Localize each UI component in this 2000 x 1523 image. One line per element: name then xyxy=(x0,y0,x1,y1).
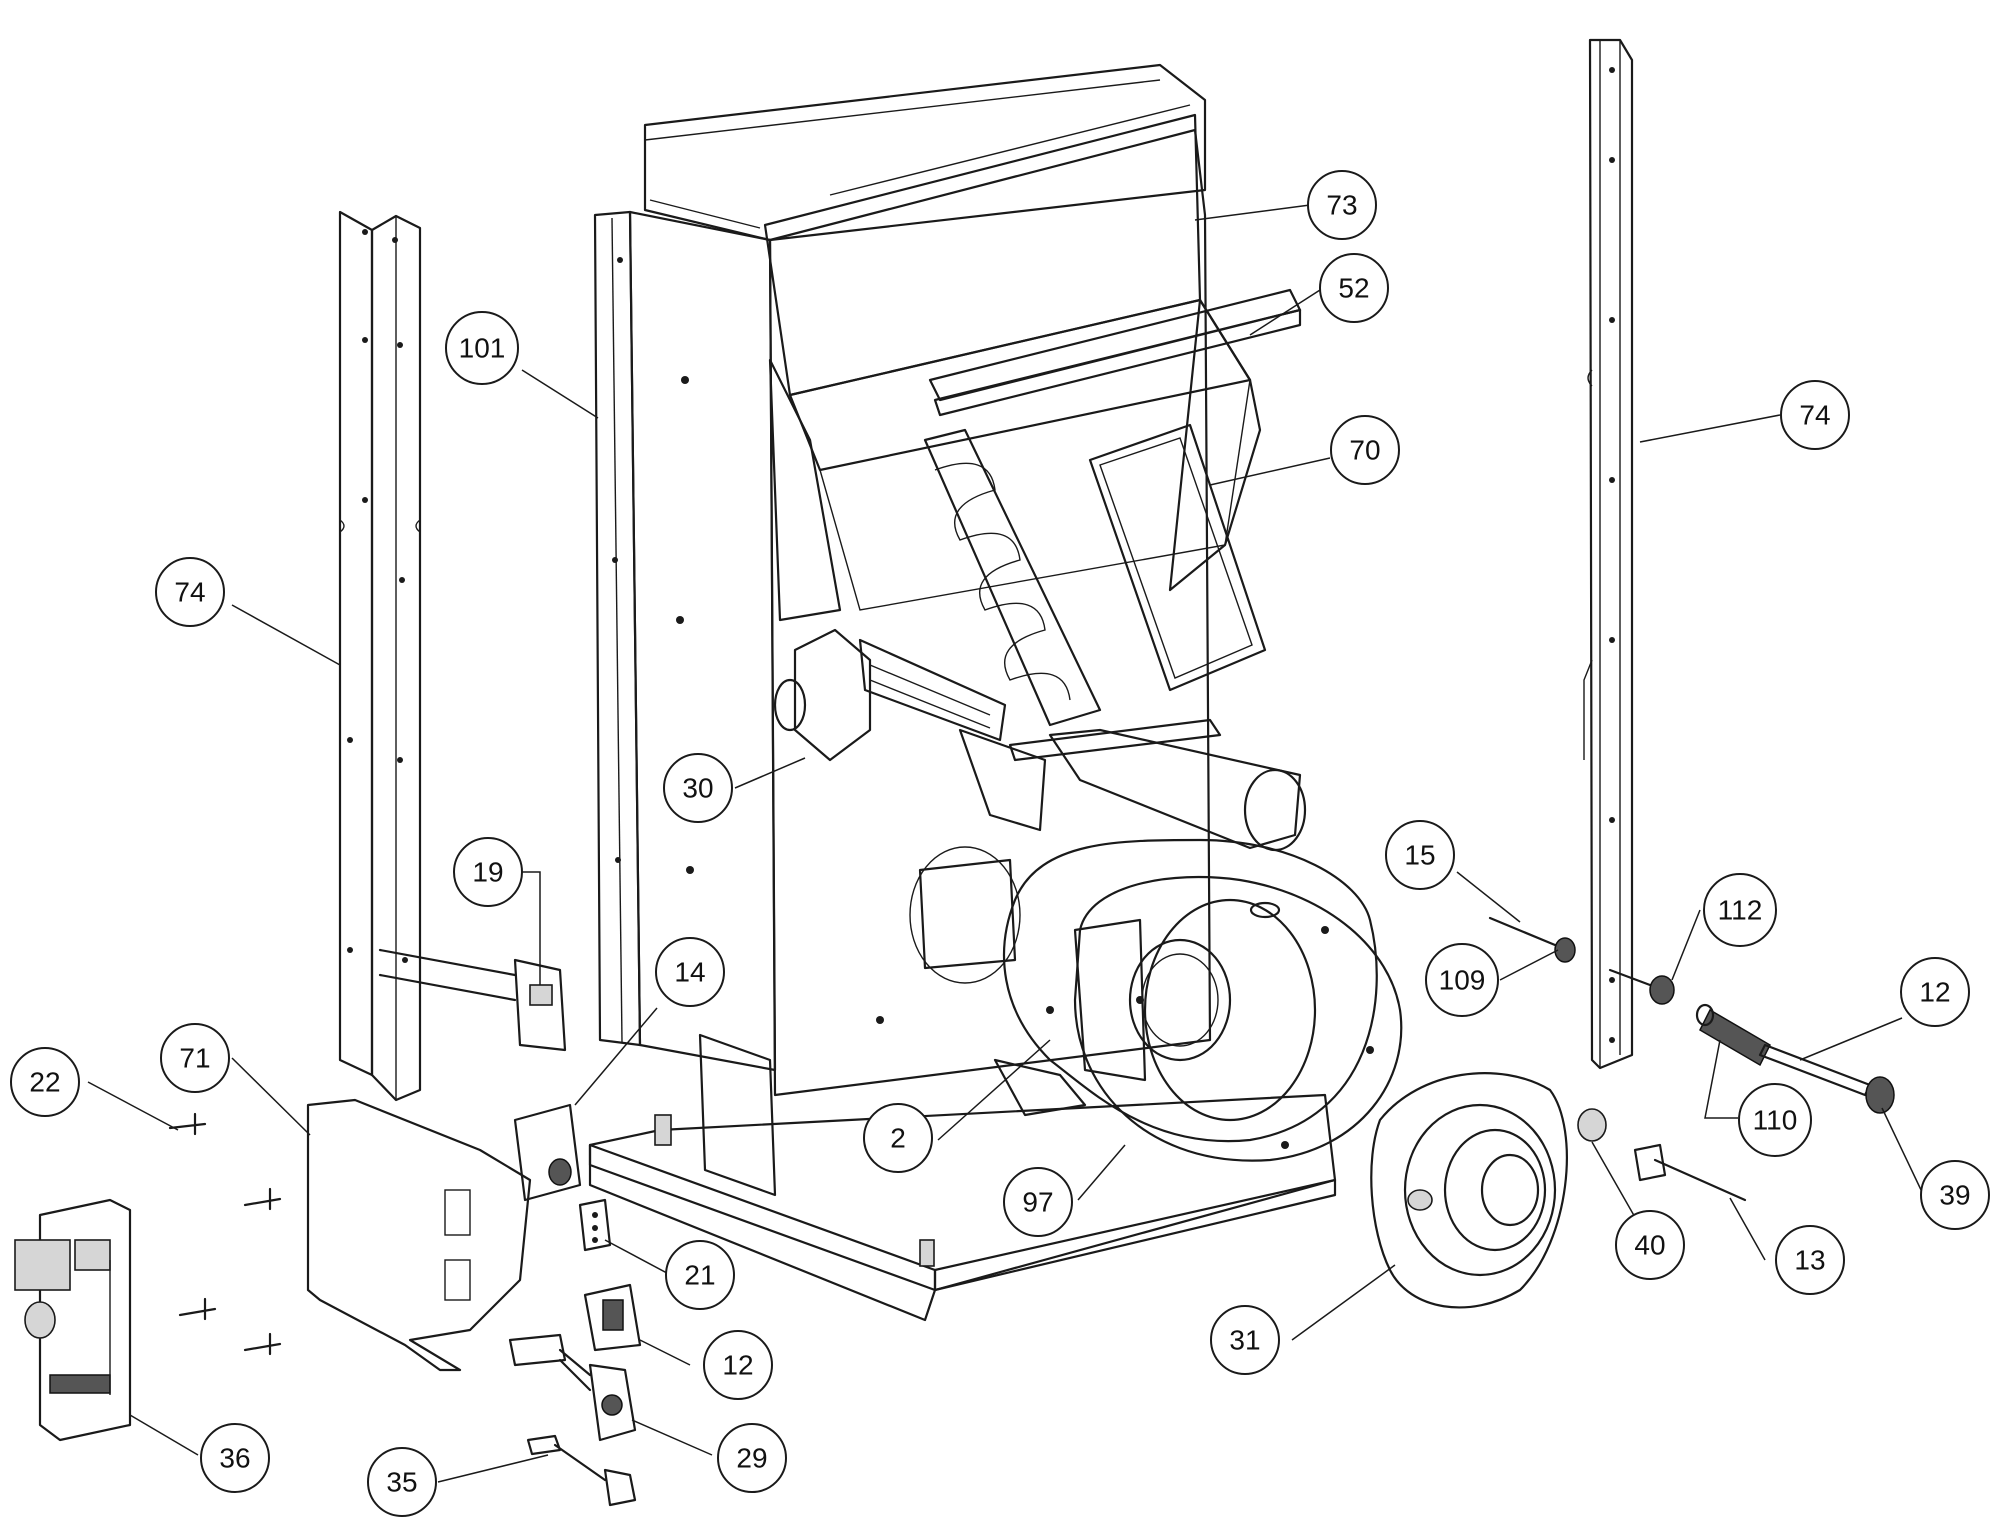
feed-tube xyxy=(1008,718,1307,852)
callout-40: 40 xyxy=(1615,1210,1685,1280)
right-rail-74 xyxy=(1583,38,1634,1070)
svg-text:14: 14 xyxy=(674,957,705,988)
svg-text:21: 21 xyxy=(684,1260,715,1291)
svg-text:12: 12 xyxy=(1919,977,1950,1008)
cover-plate-70 xyxy=(1088,423,1267,692)
svg-text:52: 52 xyxy=(1338,273,1369,304)
motor-30 xyxy=(773,628,1047,832)
callout-22: 22 xyxy=(10,1047,80,1117)
svg-text:109: 109 xyxy=(1439,965,1486,996)
callout-74-left: 74 xyxy=(155,557,225,627)
callout-101: 101 xyxy=(445,311,519,385)
svg-text:29: 29 xyxy=(736,1443,767,1474)
callout-39: 39 xyxy=(1920,1160,1990,1230)
svg-text:74: 74 xyxy=(1799,400,1830,431)
boiler-body xyxy=(588,63,1337,1322)
svg-text:71: 71 xyxy=(179,1043,210,1074)
bracket-71 xyxy=(306,1098,532,1372)
svg-text:74: 74 xyxy=(174,577,205,608)
callout-19: 19 xyxy=(453,837,523,907)
rocker-switch-12 xyxy=(583,1283,642,1352)
callout-112: 112 xyxy=(1703,873,1777,947)
left-rail-74 xyxy=(338,210,422,1102)
callout-31: 31 xyxy=(1210,1305,1280,1375)
svg-text:19: 19 xyxy=(472,857,503,888)
svg-text:35: 35 xyxy=(386,1467,417,1498)
callout-2: 2 xyxy=(863,1103,933,1173)
svg-text:36: 36 xyxy=(219,1443,250,1474)
svg-text:31: 31 xyxy=(1229,1325,1260,1356)
callout-21: 21 xyxy=(665,1240,735,1310)
callout-12-rod: 12 xyxy=(1900,957,1970,1027)
svg-text:110: 110 xyxy=(1753,1105,1798,1136)
svg-text:101: 101 xyxy=(459,333,506,364)
callout-97: 97 xyxy=(1003,1167,1073,1237)
rod-12 xyxy=(1758,1043,1895,1114)
pin-13 xyxy=(1633,1143,1747,1202)
callout-12-switch: 12 xyxy=(703,1330,773,1400)
harness-29 xyxy=(508,1333,637,1442)
svg-text:73: 73 xyxy=(1326,190,1357,221)
svg-text:97: 97 xyxy=(1022,1187,1053,1218)
svg-text:40: 40 xyxy=(1634,1230,1665,1261)
callout-110: 110 xyxy=(1738,1083,1812,1157)
callout-14: 14 xyxy=(655,937,725,1007)
leader-lines xyxy=(87,204,1923,1483)
fasteners-22 xyxy=(168,1112,282,1356)
callout-15: 15 xyxy=(1385,820,1455,890)
svg-text:12: 12 xyxy=(722,1350,753,1381)
callout-71: 71 xyxy=(160,1023,230,1093)
disc-40 xyxy=(1577,1108,1607,1142)
switch-19 xyxy=(378,948,567,1052)
burner-plate-31 xyxy=(1370,1072,1568,1309)
connector-21 xyxy=(578,1198,612,1252)
svg-text:13: 13 xyxy=(1794,1245,1825,1276)
probe-15 xyxy=(1488,916,1576,963)
cable-35 xyxy=(526,1434,637,1507)
thermostat-14 xyxy=(513,1103,582,1202)
callout-74-right: 74 xyxy=(1780,380,1850,450)
fitting-112 xyxy=(1608,968,1675,1005)
control-board-36 xyxy=(14,1198,132,1442)
spring-110 xyxy=(1695,1003,1771,1067)
callout-70: 70 xyxy=(1330,415,1400,485)
callout-109: 109 xyxy=(1425,943,1499,1017)
callout-13: 13 xyxy=(1775,1225,1845,1295)
svg-text:30: 30 xyxy=(682,773,713,804)
svg-text:2: 2 xyxy=(890,1123,906,1154)
svg-text:112: 112 xyxy=(1718,895,1763,926)
svg-text:22: 22 xyxy=(29,1067,60,1098)
svg-text:70: 70 xyxy=(1349,435,1380,466)
auger-assembly xyxy=(923,288,1302,727)
callout-30: 30 xyxy=(663,753,733,823)
callout-73: 73 xyxy=(1307,170,1377,240)
fan-gasket-97 xyxy=(1002,838,1378,1143)
callout-52: 52 xyxy=(1319,253,1389,323)
callout-35: 35 xyxy=(367,1447,437,1517)
svg-text:39: 39 xyxy=(1939,1180,1970,1211)
fan-housing-2 xyxy=(1073,875,1403,1162)
callout-36: 36 xyxy=(200,1423,270,1493)
callout-29: 29 xyxy=(717,1423,787,1493)
svg-text:15: 15 xyxy=(1404,840,1435,871)
